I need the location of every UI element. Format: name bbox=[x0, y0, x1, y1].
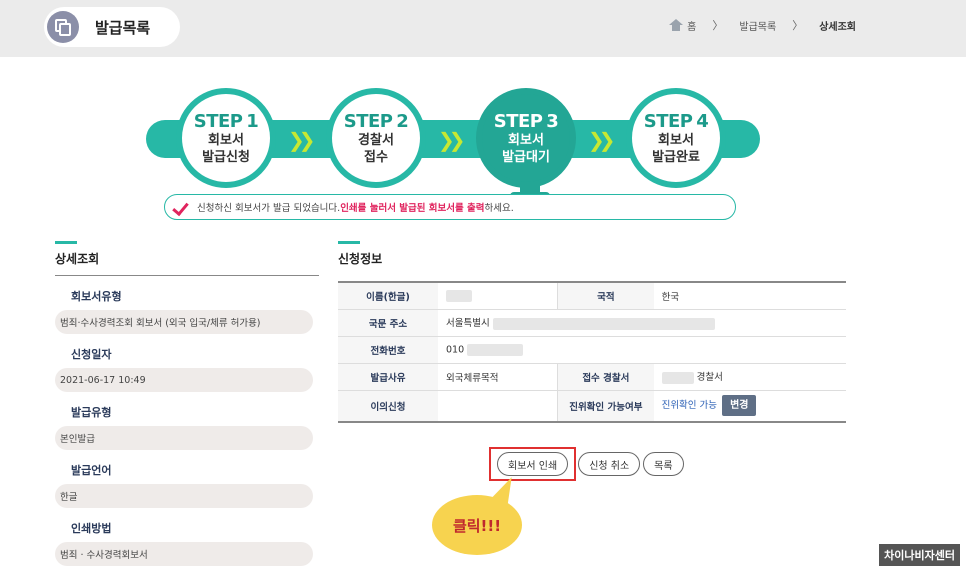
step-label: STEP bbox=[343, 110, 393, 132]
station-text: 경찰서 bbox=[696, 372, 723, 384]
step-line1: 회보서 bbox=[208, 132, 244, 148]
step-number: 4 bbox=[696, 110, 709, 132]
step-4: STEP 4 회보서 발급완료 bbox=[626, 88, 726, 188]
print-report-button[interactable]: 회보서 인쇄 bbox=[497, 452, 569, 476]
application-title: 신청정보 bbox=[338, 252, 383, 266]
reason-label: 발급사유 bbox=[338, 363, 438, 391]
step-line1: 회보서 bbox=[508, 132, 544, 148]
breadcrumb-home[interactable]: 홈 bbox=[687, 21, 697, 33]
table-row: 이의신청 진위확인 가능여부 진위확인 가능 변경 bbox=[338, 390, 846, 423]
step-line2: 발급신청 bbox=[202, 149, 250, 165]
field-value-language: 한글 bbox=[55, 484, 313, 508]
field-label-issue-type: 발급유형 bbox=[71, 406, 112, 419]
redacted-name bbox=[446, 289, 472, 302]
field-value-print-method: 범죄 · 수사경력회보서 bbox=[55, 542, 313, 566]
verify-value: 진위확인 가능 변경 bbox=[653, 390, 846, 423]
section-accent bbox=[55, 241, 77, 244]
field-label-apply-date: 신청일자 bbox=[71, 348, 112, 361]
checkmark-icon bbox=[175, 202, 191, 212]
nationality-label: 국적 bbox=[557, 282, 654, 310]
name-label: 이름(한글) bbox=[338, 282, 438, 310]
table-row: 전화번호 010 bbox=[338, 336, 846, 364]
double-chevron-icon: ❯❯ bbox=[438, 128, 465, 152]
section-accent bbox=[338, 241, 360, 244]
breadcrumb-list[interactable]: 발급목록 bbox=[739, 21, 777, 33]
double-chevron-icon: ❯❯ bbox=[288, 128, 315, 152]
action-buttons: 회보서 인쇄 신청 취소 목록 bbox=[489, 447, 687, 481]
nationality-value: 한국 bbox=[653, 282, 846, 310]
change-button[interactable]: 변경 bbox=[722, 395, 757, 417]
page-title-pill: 발급목록 bbox=[44, 7, 180, 47]
document-list-icon bbox=[47, 11, 79, 43]
address-text: 서울특별시 bbox=[446, 318, 490, 330]
chevron-right-icon: 〉 bbox=[712, 19, 724, 32]
step-line2: 발급완료 bbox=[652, 149, 700, 165]
step-line1: 회보서 bbox=[658, 132, 694, 148]
redacted-address bbox=[492, 317, 715, 330]
step-3: STEP 3 회보서 발급대기 bbox=[476, 88, 576, 188]
click-callout: 클릭!!! bbox=[432, 495, 522, 555]
station-label: 접수 경찰서 bbox=[557, 363, 654, 391]
print-highlight-box: 회보서 인쇄 bbox=[489, 447, 577, 481]
table-row: 발급사유 외국체류목적 접수 경찰서 경찰서 bbox=[338, 363, 846, 391]
watermark: 차이나비자센터 bbox=[879, 544, 960, 566]
field-label-report-type: 회보서유형 bbox=[71, 290, 122, 303]
name-value bbox=[438, 282, 558, 310]
progress-steps: STEP 1 회보서 발급신청 ❯❯ STEP 2 경찰서 접수 ❯❯ STEP… bbox=[0, 80, 966, 230]
breadcrumb: 홈 〉 발급목록 〉 상세조회 bbox=[669, 17, 856, 33]
top-bar: 발급목록 홈 〉 발급목록 〉 상세조회 bbox=[0, 0, 966, 57]
phone-text: 010 bbox=[446, 344, 465, 355]
field-value-apply-date: 2021-06-17 10:49 bbox=[55, 368, 313, 392]
step-line2: 접수 bbox=[364, 149, 388, 165]
home-icon[interactable] bbox=[669, 19, 684, 31]
list-button[interactable]: 목록 bbox=[643, 452, 684, 476]
notice-text-end: 하세요. bbox=[484, 203, 514, 214]
step-2: STEP 2 경찰서 접수 bbox=[326, 88, 426, 188]
address-label: 국문 주소 bbox=[338, 309, 438, 337]
step-line1: 경찰서 bbox=[358, 132, 394, 148]
objection-label: 이의신청 bbox=[338, 390, 438, 423]
breadcrumb-current: 상세조회 bbox=[819, 21, 856, 33]
notice-text: 신청하신 회보서가 발급 되었습니다. bbox=[197, 203, 341, 214]
station-value: 경찰서 bbox=[653, 363, 846, 391]
verify-link[interactable]: 진위확인 가능 bbox=[661, 400, 718, 412]
step-line2: 발급대기 bbox=[502, 149, 550, 165]
notice-highlight: 인쇄를 눌러서 발급된 회보서를 출력 bbox=[340, 203, 485, 214]
double-chevron-icon: ❯❯ bbox=[588, 128, 615, 152]
field-value-issue-type: 본인발급 bbox=[55, 426, 313, 450]
application-panel: 신청정보 이름(한글) 국적 한국 국문 주소 서울특별시 전화번호 010 발… bbox=[338, 241, 846, 423]
phone-label: 전화번호 bbox=[338, 336, 438, 364]
table-row: 국문 주소 서울특별시 bbox=[338, 309, 846, 337]
redacted-station bbox=[661, 371, 694, 384]
verify-label: 진위확인 가능여부 bbox=[557, 390, 654, 423]
step-label: STEP bbox=[193, 110, 243, 132]
detail-panel: 상세조회 회보서유형 범죄·수사경력조회 회보서 (외국 입국/체류 허가용) … bbox=[55, 241, 319, 572]
objection-value bbox=[438, 390, 558, 423]
chevron-right-icon: 〉 bbox=[792, 19, 804, 32]
cancel-application-button[interactable]: 신청 취소 bbox=[578, 452, 641, 476]
step-number: 2 bbox=[396, 110, 409, 132]
reason-value: 외국체류목적 bbox=[438, 363, 558, 391]
step-label: STEP bbox=[493, 110, 543, 132]
phone-value: 010 bbox=[438, 336, 846, 364]
address-value: 서울특별시 bbox=[438, 309, 846, 337]
detail-title: 상세조회 bbox=[55, 250, 319, 276]
step-1: STEP 1 회보서 발급신청 bbox=[176, 88, 276, 188]
field-label-print-method: 인쇄방법 bbox=[71, 522, 112, 535]
redacted-phone bbox=[467, 343, 524, 356]
step-number: 1 bbox=[246, 110, 259, 132]
field-label-language: 발급언어 bbox=[71, 464, 112, 477]
field-value-report-type: 범죄·수사경력조회 회보서 (외국 입국/체류 허가용) bbox=[55, 310, 313, 334]
step-number: 3 bbox=[546, 110, 559, 132]
step-label: STEP bbox=[643, 110, 693, 132]
application-table: 이름(한글) 국적 한국 국문 주소 서울특별시 전화번호 010 발급사유 외… bbox=[338, 281, 846, 423]
table-row: 이름(한글) 국적 한국 bbox=[338, 282, 846, 310]
page-title: 발급목록 bbox=[95, 18, 151, 37]
